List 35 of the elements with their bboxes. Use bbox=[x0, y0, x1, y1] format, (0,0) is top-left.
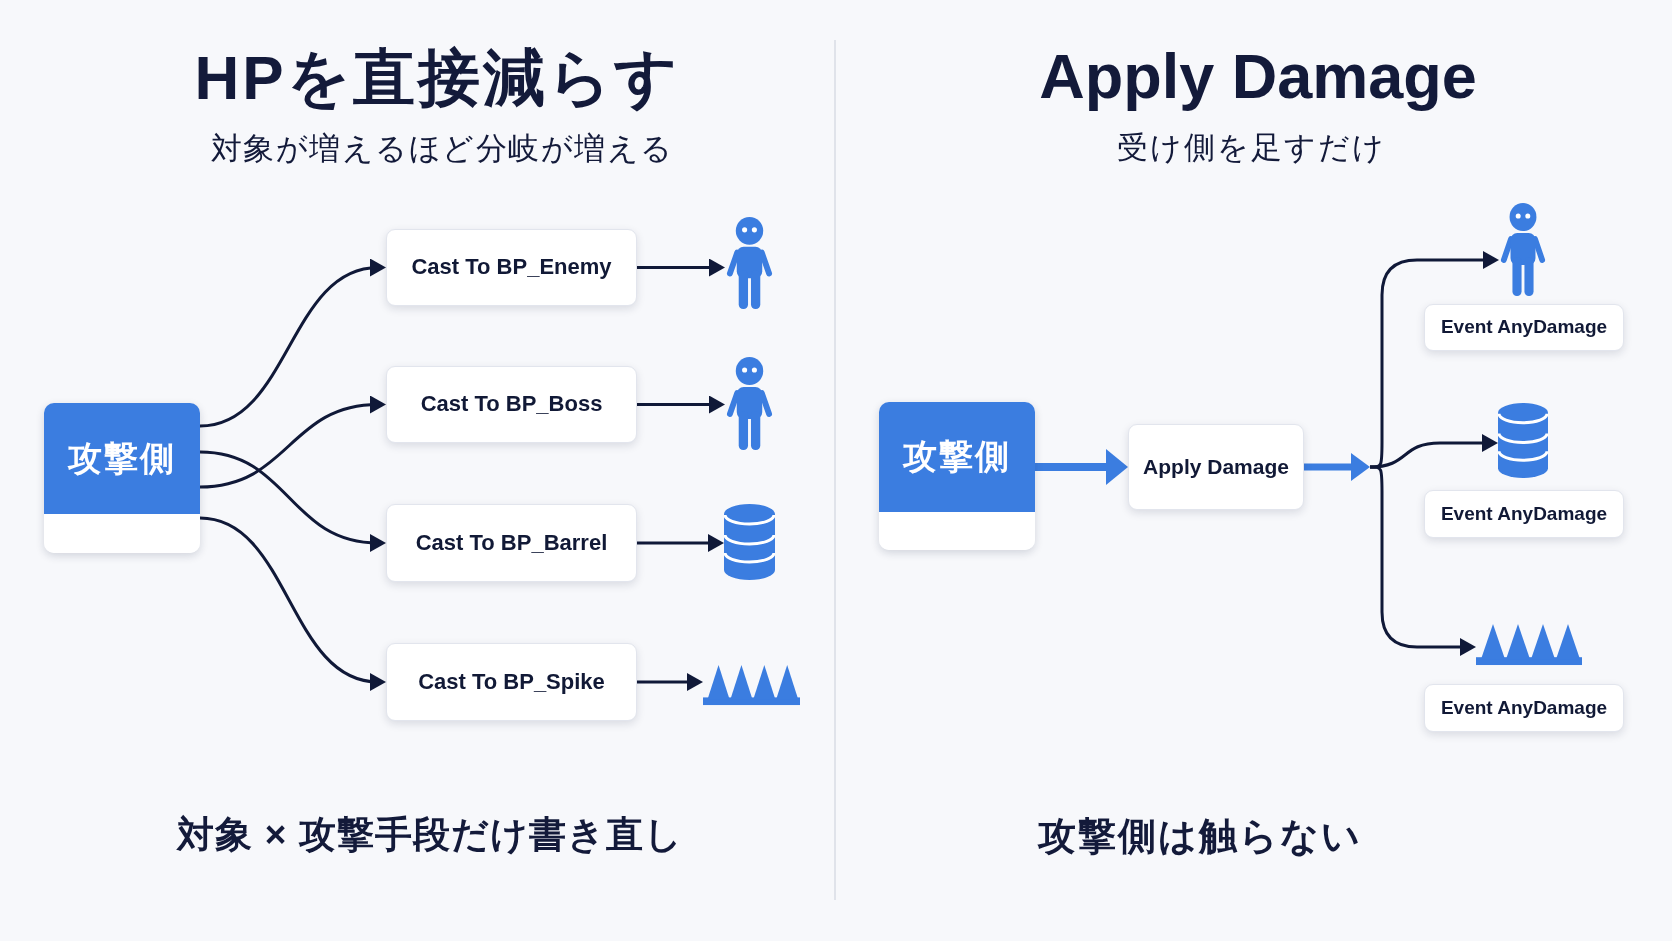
subheading: 受け側を足すだけ bbox=[1116, 130, 1386, 166]
arrow bbox=[637, 258, 725, 277]
process-box: Cast To BP_Barrel bbox=[386, 504, 637, 582]
arrow bbox=[1304, 453, 1370, 481]
cylinder-icon bbox=[724, 504, 775, 580]
arrow bbox=[199, 259, 386, 428]
heading: Apply Damage bbox=[1039, 39, 1477, 113]
arrow bbox=[1370, 465, 1476, 656]
process-box: Cast To BP_Spike bbox=[386, 643, 637, 721]
cylinder-icon bbox=[1498, 403, 1548, 478]
spikes-icon bbox=[703, 664, 800, 706]
arrow bbox=[637, 395, 725, 414]
summary-text: 攻撃側は触らない bbox=[1038, 815, 1362, 859]
spikes-icon bbox=[1476, 623, 1582, 666]
process-box: Cast To BP_Boss bbox=[386, 366, 637, 443]
arrow bbox=[199, 396, 386, 489]
arrow bbox=[1035, 449, 1128, 485]
summary-text: 対象 × 攻撃手段だけ書き直し bbox=[177, 813, 683, 857]
process-box: Event AnyDamage bbox=[1424, 304, 1624, 351]
person-icon bbox=[725, 356, 774, 450]
process-box: Apply Damage bbox=[1128, 424, 1304, 510]
arrow bbox=[199, 450, 386, 552]
arrow bbox=[637, 673, 703, 691]
process-box: Event AnyDamage bbox=[1424, 684, 1624, 732]
arrow bbox=[637, 534, 724, 552]
person-icon bbox=[1499, 202, 1547, 296]
card: 攻撃側 bbox=[44, 403, 200, 553]
process-box: Event AnyDamage bbox=[1424, 490, 1624, 538]
person-icon bbox=[725, 216, 774, 309]
heading: HPを直接減らす bbox=[194, 42, 680, 114]
card: 攻撃側 bbox=[879, 402, 1035, 550]
arrow bbox=[199, 516, 386, 690]
process-box: Cast To BP_Enemy bbox=[386, 229, 637, 306]
arrow bbox=[1369, 434, 1498, 469]
subheading: 対象が増えるほど分岐が増える bbox=[210, 131, 674, 167]
